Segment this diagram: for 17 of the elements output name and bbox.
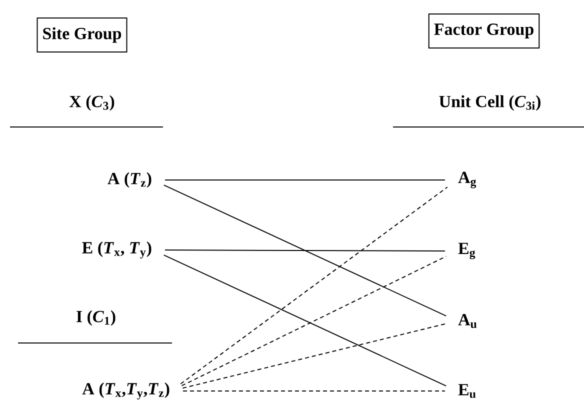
group-heading: X (C$_{3}$) xyxy=(69,95,114,111)
correlation-line xyxy=(182,390,446,392)
correlation-line xyxy=(163,184,447,316)
correlation-line xyxy=(182,323,446,389)
species-label: E (T$_{x}$, T$_{y}$) xyxy=(82,242,152,258)
species-label: A (T$_{z}$) xyxy=(108,172,152,188)
correlation-line xyxy=(180,186,448,384)
species-label: A$_{g}$ xyxy=(458,172,476,188)
species-label: A (T$_{x}$,T$_{y}$,T$_{z}$) xyxy=(82,382,170,400)
group-heading: I (C$_{1}$) xyxy=(76,310,116,326)
species-label: A$_{u}$ xyxy=(458,314,477,328)
correlation-line xyxy=(164,250,446,252)
group-box: Site Group xyxy=(36,18,128,52)
species-label: E$_{u}$ xyxy=(458,384,476,398)
species-label: E$_{g}$ xyxy=(458,242,476,260)
group-box: Factor Group xyxy=(428,14,540,48)
group-heading: Unit Cell (C$_{3i}$) xyxy=(439,95,540,111)
